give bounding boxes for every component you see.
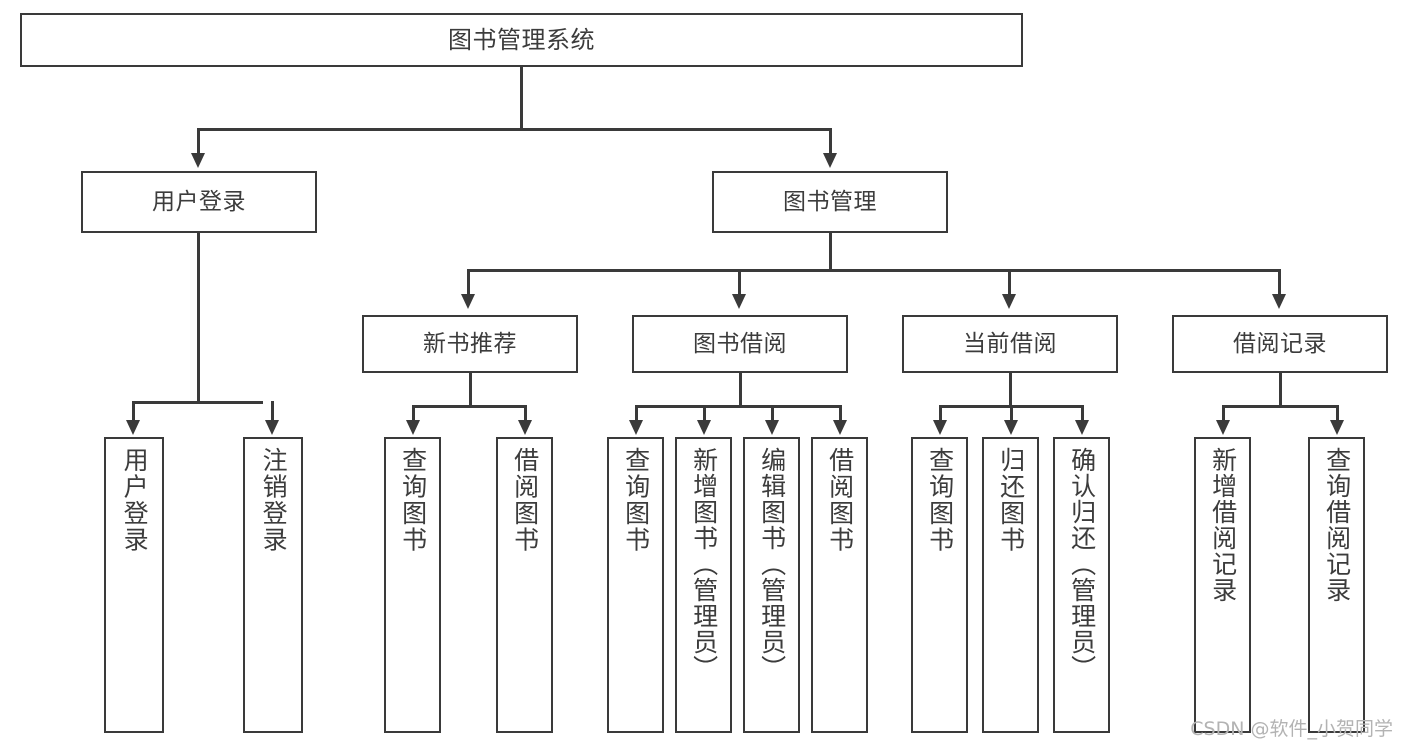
- connector-to-current-borrow: [1008, 269, 1011, 296]
- connector-root-to-user-login: [197, 128, 200, 155]
- arrowhead-nb-leaf-1: [406, 420, 420, 435]
- connector-br-leaf-1: [1222, 405, 1225, 422]
- arrowhead-borrow-record: [1272, 294, 1286, 309]
- node-label: 图书管理系统: [448, 26, 595, 54]
- node-label: 当前借阅: [963, 330, 1057, 357]
- leaf-logout[interactable]: 注销登录: [243, 437, 303, 733]
- arrowhead-book-mgmt: [823, 153, 837, 168]
- arrowhead-current-borrow: [1002, 294, 1016, 309]
- node-root-system[interactable]: 图书管理系统: [20, 13, 1023, 67]
- connector-cb-leaf-3: [1081, 405, 1084, 422]
- leaf-user-login[interactable]: 用户登录: [104, 437, 164, 733]
- node-book-management[interactable]: 图书管理: [712, 171, 948, 233]
- connector-book-borrow-stem: [739, 373, 742, 407]
- leaf-confirm-return-admin[interactable]: 确认归还（管理员）: [1053, 437, 1110, 733]
- node-label: 图书管理: [783, 188, 877, 215]
- connector-root-bus: [197, 128, 832, 131]
- connector-bb-leaf-2: [703, 405, 706, 422]
- node-label: 新增借阅记录: [1208, 447, 1238, 603]
- connector-new-book-leaf-2: [524, 405, 527, 422]
- node-label: 归还图书: [996, 447, 1026, 553]
- connector-br-leaf-2: [1336, 405, 1339, 422]
- leaf-borrow-book-recommend[interactable]: 借阅图书: [496, 437, 553, 733]
- node-new-book-recommend[interactable]: 新书推荐: [362, 315, 578, 373]
- node-label: 新书推荐: [423, 330, 517, 357]
- connector-borrow-record-stem: [1279, 373, 1282, 407]
- leaf-add-book-admin[interactable]: 新增图书（管理员）: [675, 437, 732, 733]
- connector-user-login-stem: [197, 233, 200, 403]
- node-label: 查询图书: [621, 447, 651, 553]
- arrowhead-new-book: [461, 294, 475, 309]
- arrowhead-cb-leaf-3: [1075, 420, 1089, 435]
- node-label: 查询图书: [925, 447, 955, 553]
- connector-borrow-record-bus: [1222, 405, 1338, 408]
- arrowhead-book-borrow: [732, 294, 746, 309]
- node-label: 编辑图书（管理员）: [757, 447, 787, 681]
- connector-book-mgmt-stem: [829, 233, 832, 271]
- connector-to-book-borrow: [738, 269, 741, 296]
- node-label: 查询借阅记录: [1322, 447, 1352, 603]
- connector-bb-leaf-1: [635, 405, 638, 422]
- connector-new-book-stem: [469, 373, 472, 407]
- node-label: 借阅记录: [1233, 330, 1327, 357]
- arrowhead-br-leaf-2: [1330, 420, 1344, 435]
- leaf-add-borrow-record[interactable]: 新增借阅记录: [1194, 437, 1251, 733]
- leaf-query-borrow-record[interactable]: 查询借阅记录: [1308, 437, 1365, 733]
- leaf-query-book[interactable]: 查询图书: [607, 437, 664, 733]
- leaf-query-book-current[interactable]: 查询图书: [911, 437, 968, 733]
- arrowhead-bb-leaf-1: [629, 420, 643, 435]
- connector-new-book-leaf-1: [412, 405, 415, 422]
- arrowhead-bb-leaf-3: [765, 420, 779, 435]
- connector-user-login-leaf-1: [132, 401, 135, 422]
- node-label: 图书借阅: [693, 330, 787, 357]
- connector-root-to-book-mgmt: [829, 128, 832, 155]
- connector-user-login-bus: [132, 401, 263, 404]
- node-borrow-record[interactable]: 借阅记录: [1172, 315, 1388, 373]
- leaf-borrow-book[interactable]: 借阅图书: [811, 437, 868, 733]
- node-label: 查询图书: [398, 447, 428, 553]
- node-label: 新增图书（管理员）: [689, 447, 719, 681]
- connector-book-borrow-bus: [635, 405, 841, 408]
- connector-user-login-leaf-2: [271, 401, 274, 422]
- arrowhead-leaf-user-login: [126, 420, 140, 435]
- arrowhead-leaf-logout: [265, 420, 279, 435]
- connector-new-book-bus: [412, 405, 526, 408]
- arrowhead-br-leaf-1: [1216, 420, 1230, 435]
- node-label: 用户登录: [152, 188, 246, 215]
- leaf-edit-book-admin[interactable]: 编辑图书（管理员）: [743, 437, 800, 733]
- node-label: 用户登录: [120, 447, 150, 553]
- node-book-borrow[interactable]: 图书借阅: [632, 315, 848, 373]
- node-label: 借阅图书: [825, 447, 855, 553]
- connector-root-stem: [520, 67, 523, 130]
- connector-to-borrow-record: [1278, 269, 1281, 296]
- node-label: 注销登录: [259, 447, 289, 553]
- connector-cb-leaf-1: [939, 405, 942, 422]
- node-label: 借阅图书: [510, 447, 540, 553]
- connector-book-mgmt-bus: [467, 269, 1280, 272]
- arrowhead-bb-leaf-4: [833, 420, 847, 435]
- leaf-query-book-recommend[interactable]: 查询图书: [384, 437, 441, 733]
- arrowhead-bb-leaf-2: [697, 420, 711, 435]
- connector-cb-leaf-2: [1010, 405, 1013, 422]
- arrowhead-cb-leaf-1: [933, 420, 947, 435]
- arrowhead-cb-leaf-2: [1004, 420, 1018, 435]
- arrowhead-user-login: [191, 153, 205, 168]
- node-user-login[interactable]: 用户登录: [81, 171, 317, 233]
- arrowhead-nb-leaf-2: [518, 420, 532, 435]
- leaf-return-book[interactable]: 归还图书: [982, 437, 1039, 733]
- connector-bb-leaf-3: [771, 405, 774, 422]
- connector-current-borrow-stem: [1009, 373, 1012, 407]
- connector-bb-leaf-4: [839, 405, 842, 422]
- node-label: 确认归还（管理员）: [1067, 447, 1097, 681]
- node-current-borrow[interactable]: 当前借阅: [902, 315, 1118, 373]
- connector-to-new-book: [467, 269, 470, 296]
